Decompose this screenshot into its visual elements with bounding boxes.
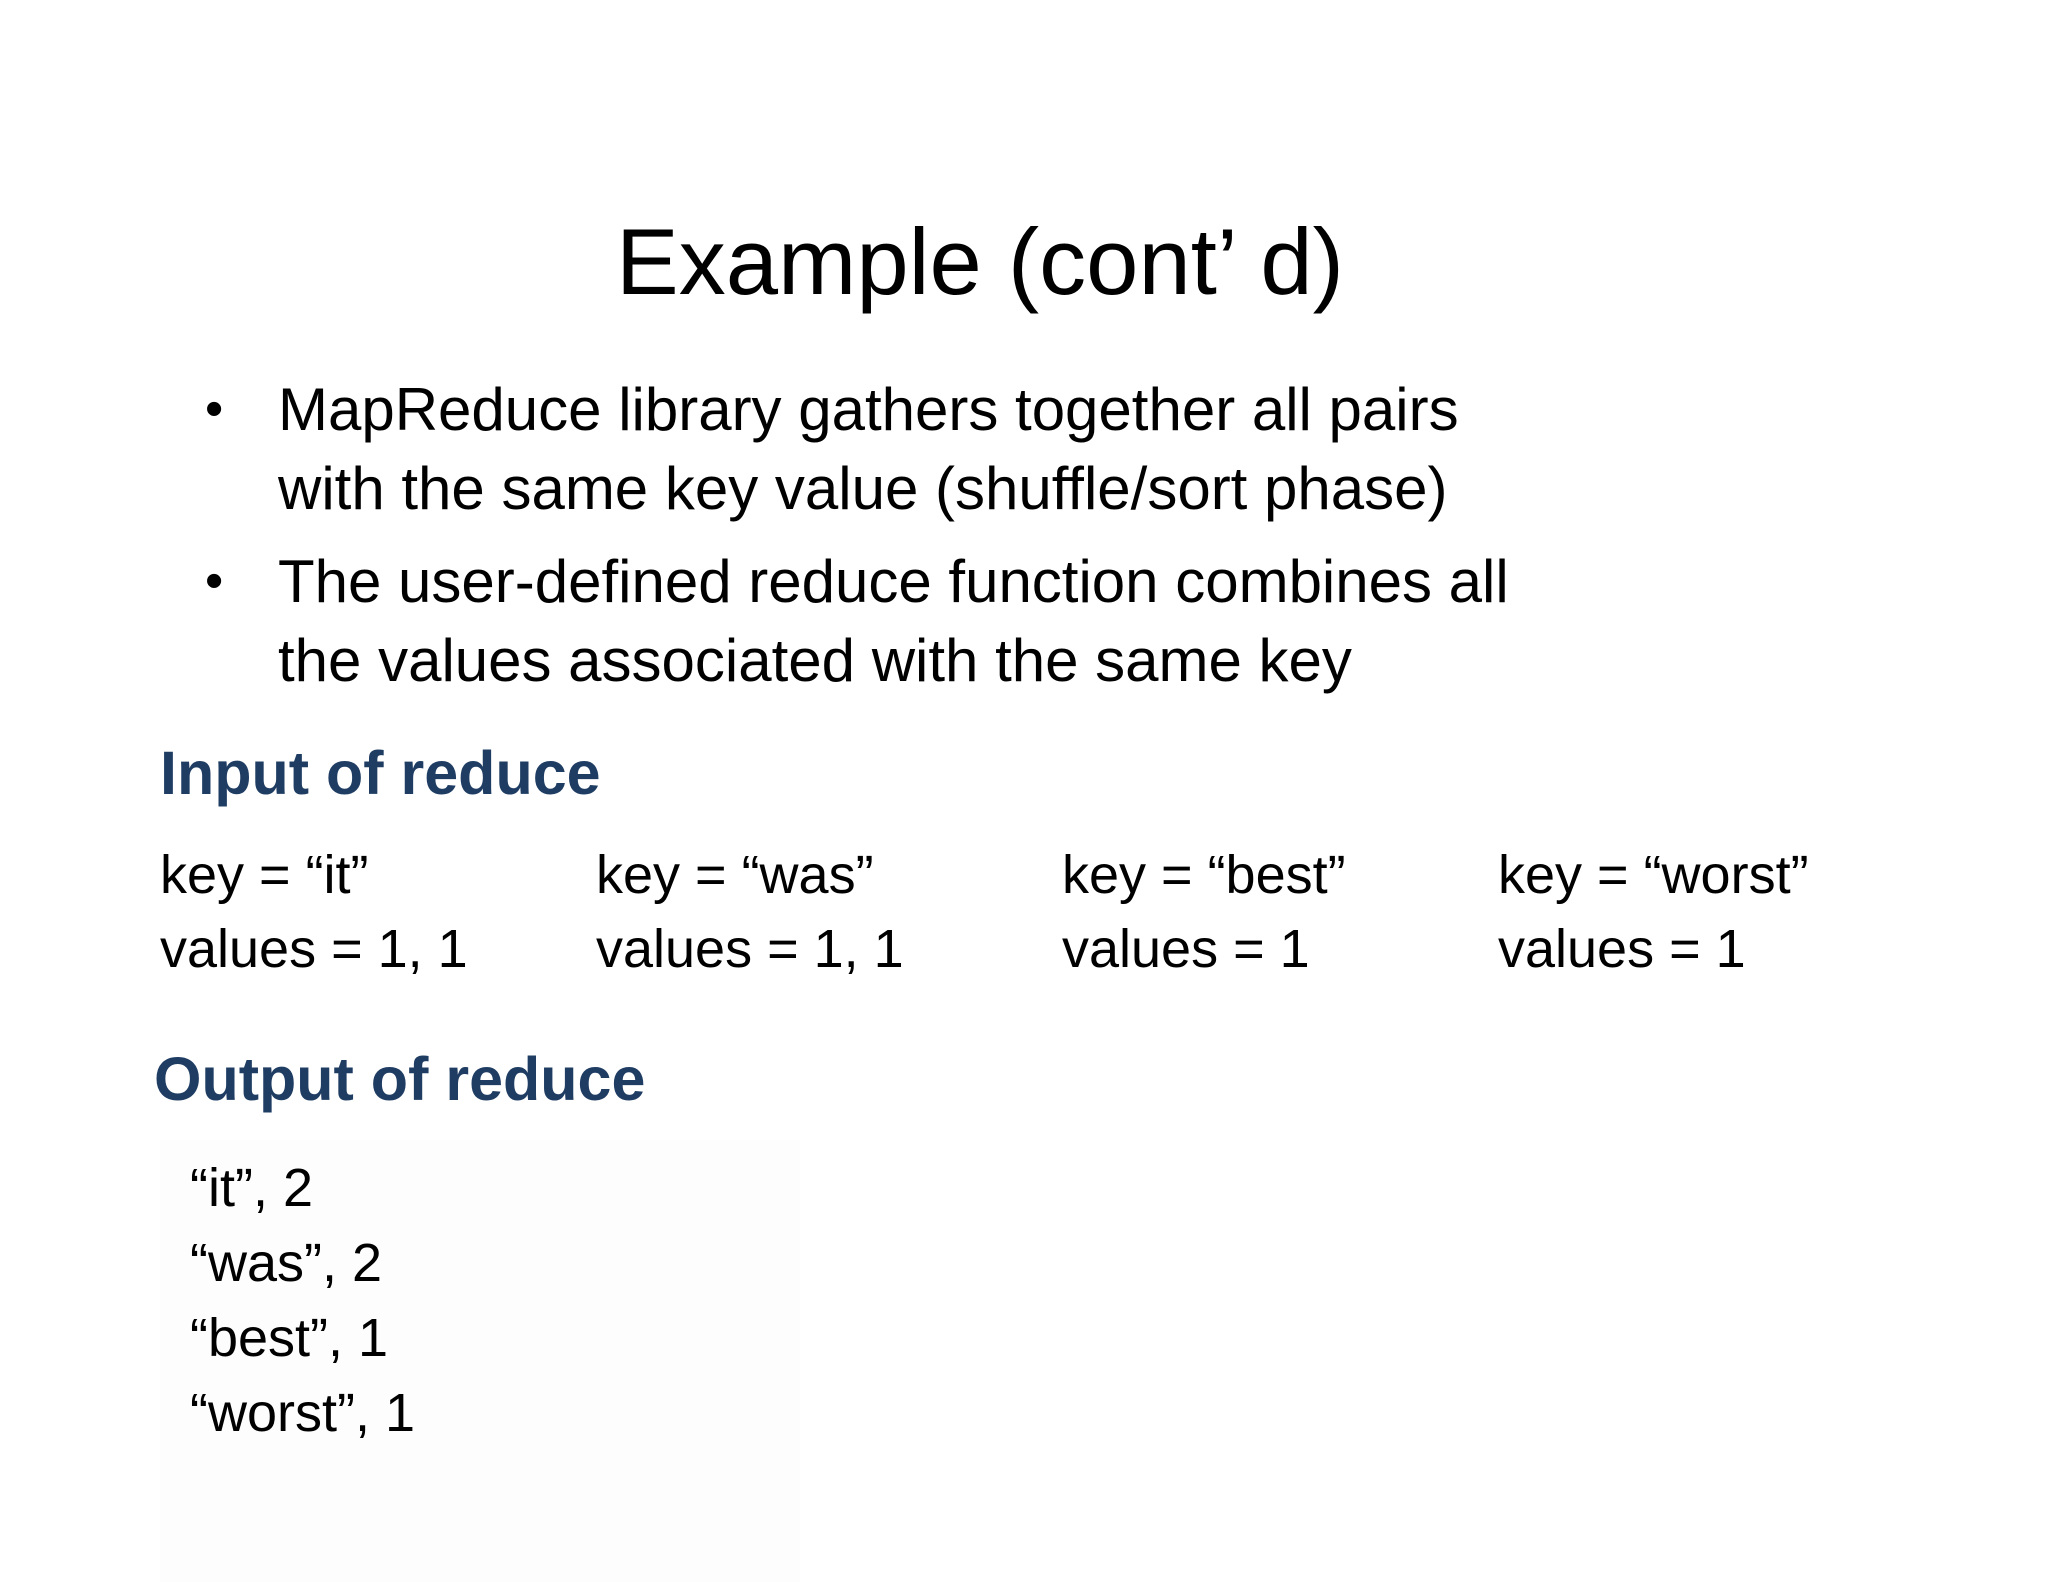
bullet-symbol: • xyxy=(205,380,224,438)
bullet-line: The user-defined reduce function combine… xyxy=(278,548,1509,615)
output-list: “it”, 2 “was”, 2 “best”, 1 “worst”, 1 xyxy=(190,1151,415,1451)
output-item: “it”, 2 xyxy=(190,1158,314,1218)
input-key-line: key = “best” xyxy=(1062,845,1346,905)
input-key-line: key = “it” xyxy=(160,845,369,905)
input-values-line: values = 1, 1 xyxy=(160,919,468,979)
output-item: “was”, 2 xyxy=(190,1233,383,1293)
input-group-best: key = “best” values = 1 xyxy=(1062,838,1346,986)
bullet-line: the values associated with the same key xyxy=(278,627,1352,694)
input-group-it: key = “it” values = 1, 1 xyxy=(160,838,468,986)
slide-title: Example (cont’ d) xyxy=(616,209,1344,314)
input-values-line: values = 1, 1 xyxy=(596,919,904,979)
output-item: “best”, 1 xyxy=(190,1308,389,1368)
bullet-item: • MapReduce library gathers together all… xyxy=(200,370,1820,528)
bullet-list: • MapReduce library gathers together all… xyxy=(200,370,1820,714)
output-background-panel xyxy=(160,1140,800,1582)
input-heading: Input of reduce xyxy=(160,739,601,807)
input-key-line: key = “worst” xyxy=(1498,845,1809,905)
bullet-line: MapReduce library gathers together all p… xyxy=(278,376,1459,443)
bullet-line: with the same key value (shuffle/sort ph… xyxy=(278,455,1448,522)
input-group-worst: key = “worst” values = 1 xyxy=(1498,838,1809,986)
bullet-symbol: • xyxy=(205,552,224,610)
input-values-line: values = 1 xyxy=(1498,919,1746,979)
input-group-was: key = “was” values = 1, 1 xyxy=(596,838,904,986)
input-values-line: values = 1 xyxy=(1062,919,1310,979)
output-item: “worst”, 1 xyxy=(190,1383,416,1443)
input-key-line: key = “was” xyxy=(596,845,874,905)
bullet-item: • The user-defined reduce function combi… xyxy=(200,542,1820,700)
output-heading: Output of reduce xyxy=(154,1045,646,1113)
